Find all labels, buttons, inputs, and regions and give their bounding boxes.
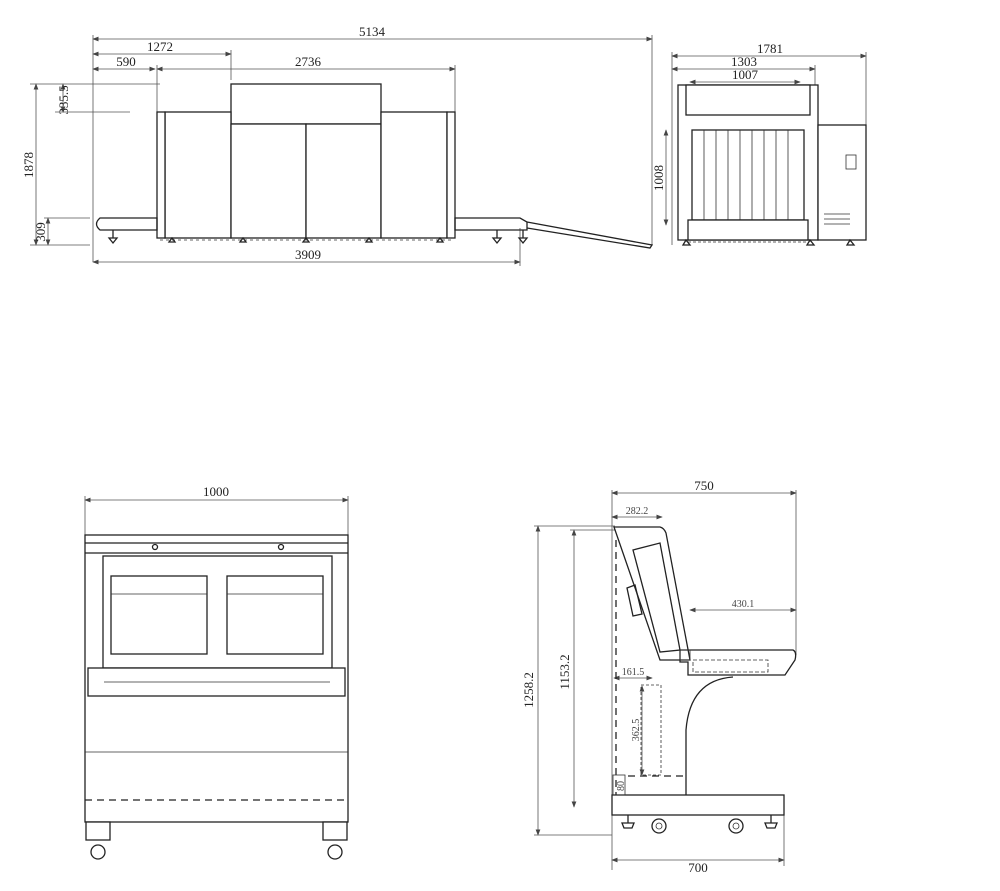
dim-tunnel-height: 1008 (651, 165, 666, 191)
dim-rack-height: 362.5 (631, 719, 642, 742)
dim-tunnel-width: 1007 (732, 67, 759, 82)
monitor-left (110, 575, 208, 655)
caster-wheel-left (90, 844, 106, 860)
dim-desk-depth: 430.1 (732, 599, 755, 610)
dim-conveyor-height: 309 (33, 222, 48, 242)
console-base (611, 794, 785, 816)
tunnel-opening (691, 129, 805, 221)
dim-top-step-height: 335.5 (56, 85, 71, 114)
exit-ramp (526, 221, 654, 249)
side-cabinet (817, 124, 867, 241)
dim-console-width: 1000 (203, 484, 229, 499)
dim-console-depth: 750 (694, 478, 714, 493)
dim-main-body-length: 2736 (295, 54, 322, 69)
console-front-view: 1000 (84, 484, 349, 860)
entry-conveyor (95, 217, 158, 231)
scanner-end-view: 1781 1303 1007 1008 (651, 41, 867, 246)
dim-conveyor-extension: 590 (116, 54, 136, 69)
exit-conveyor (454, 217, 528, 231)
dim-console-overall-height: 1258.2 (521, 672, 536, 708)
console-side-view: 750 282.2 430.1 161.5 362.5 80 1258.2 11… (521, 478, 797, 875)
dim-overall-length: 5134 (359, 24, 386, 39)
monitor-right (226, 575, 324, 655)
dim-body-width: 1303 (731, 54, 757, 69)
dim-entry-offset: 1272 (147, 39, 173, 54)
scanner-side-view: 5134 1272 590 2736 335.5 1878 309 3909 (21, 24, 654, 266)
monitor-panel (613, 526, 691, 661)
dim-console-desk-height: 1153.2 (557, 654, 572, 689)
keyboard-desk (679, 649, 797, 676)
caster-wheel-rear (728, 818, 744, 834)
dim-overall-width: 1781 (757, 41, 783, 56)
top-housing (230, 83, 382, 125)
dim-console-base-depth: 700 (688, 860, 708, 875)
caster-wheel-right (327, 844, 343, 860)
dim-monitor-offset: 282.2 (626, 506, 649, 517)
dim-rack-offset: 161.5 (622, 667, 645, 678)
dim-overall-height: 1878 (21, 152, 36, 178)
caster-wheel-front (651, 818, 667, 834)
dim-base-gap: 80 (616, 781, 627, 791)
dim-base-length: 3909 (295, 247, 321, 262)
